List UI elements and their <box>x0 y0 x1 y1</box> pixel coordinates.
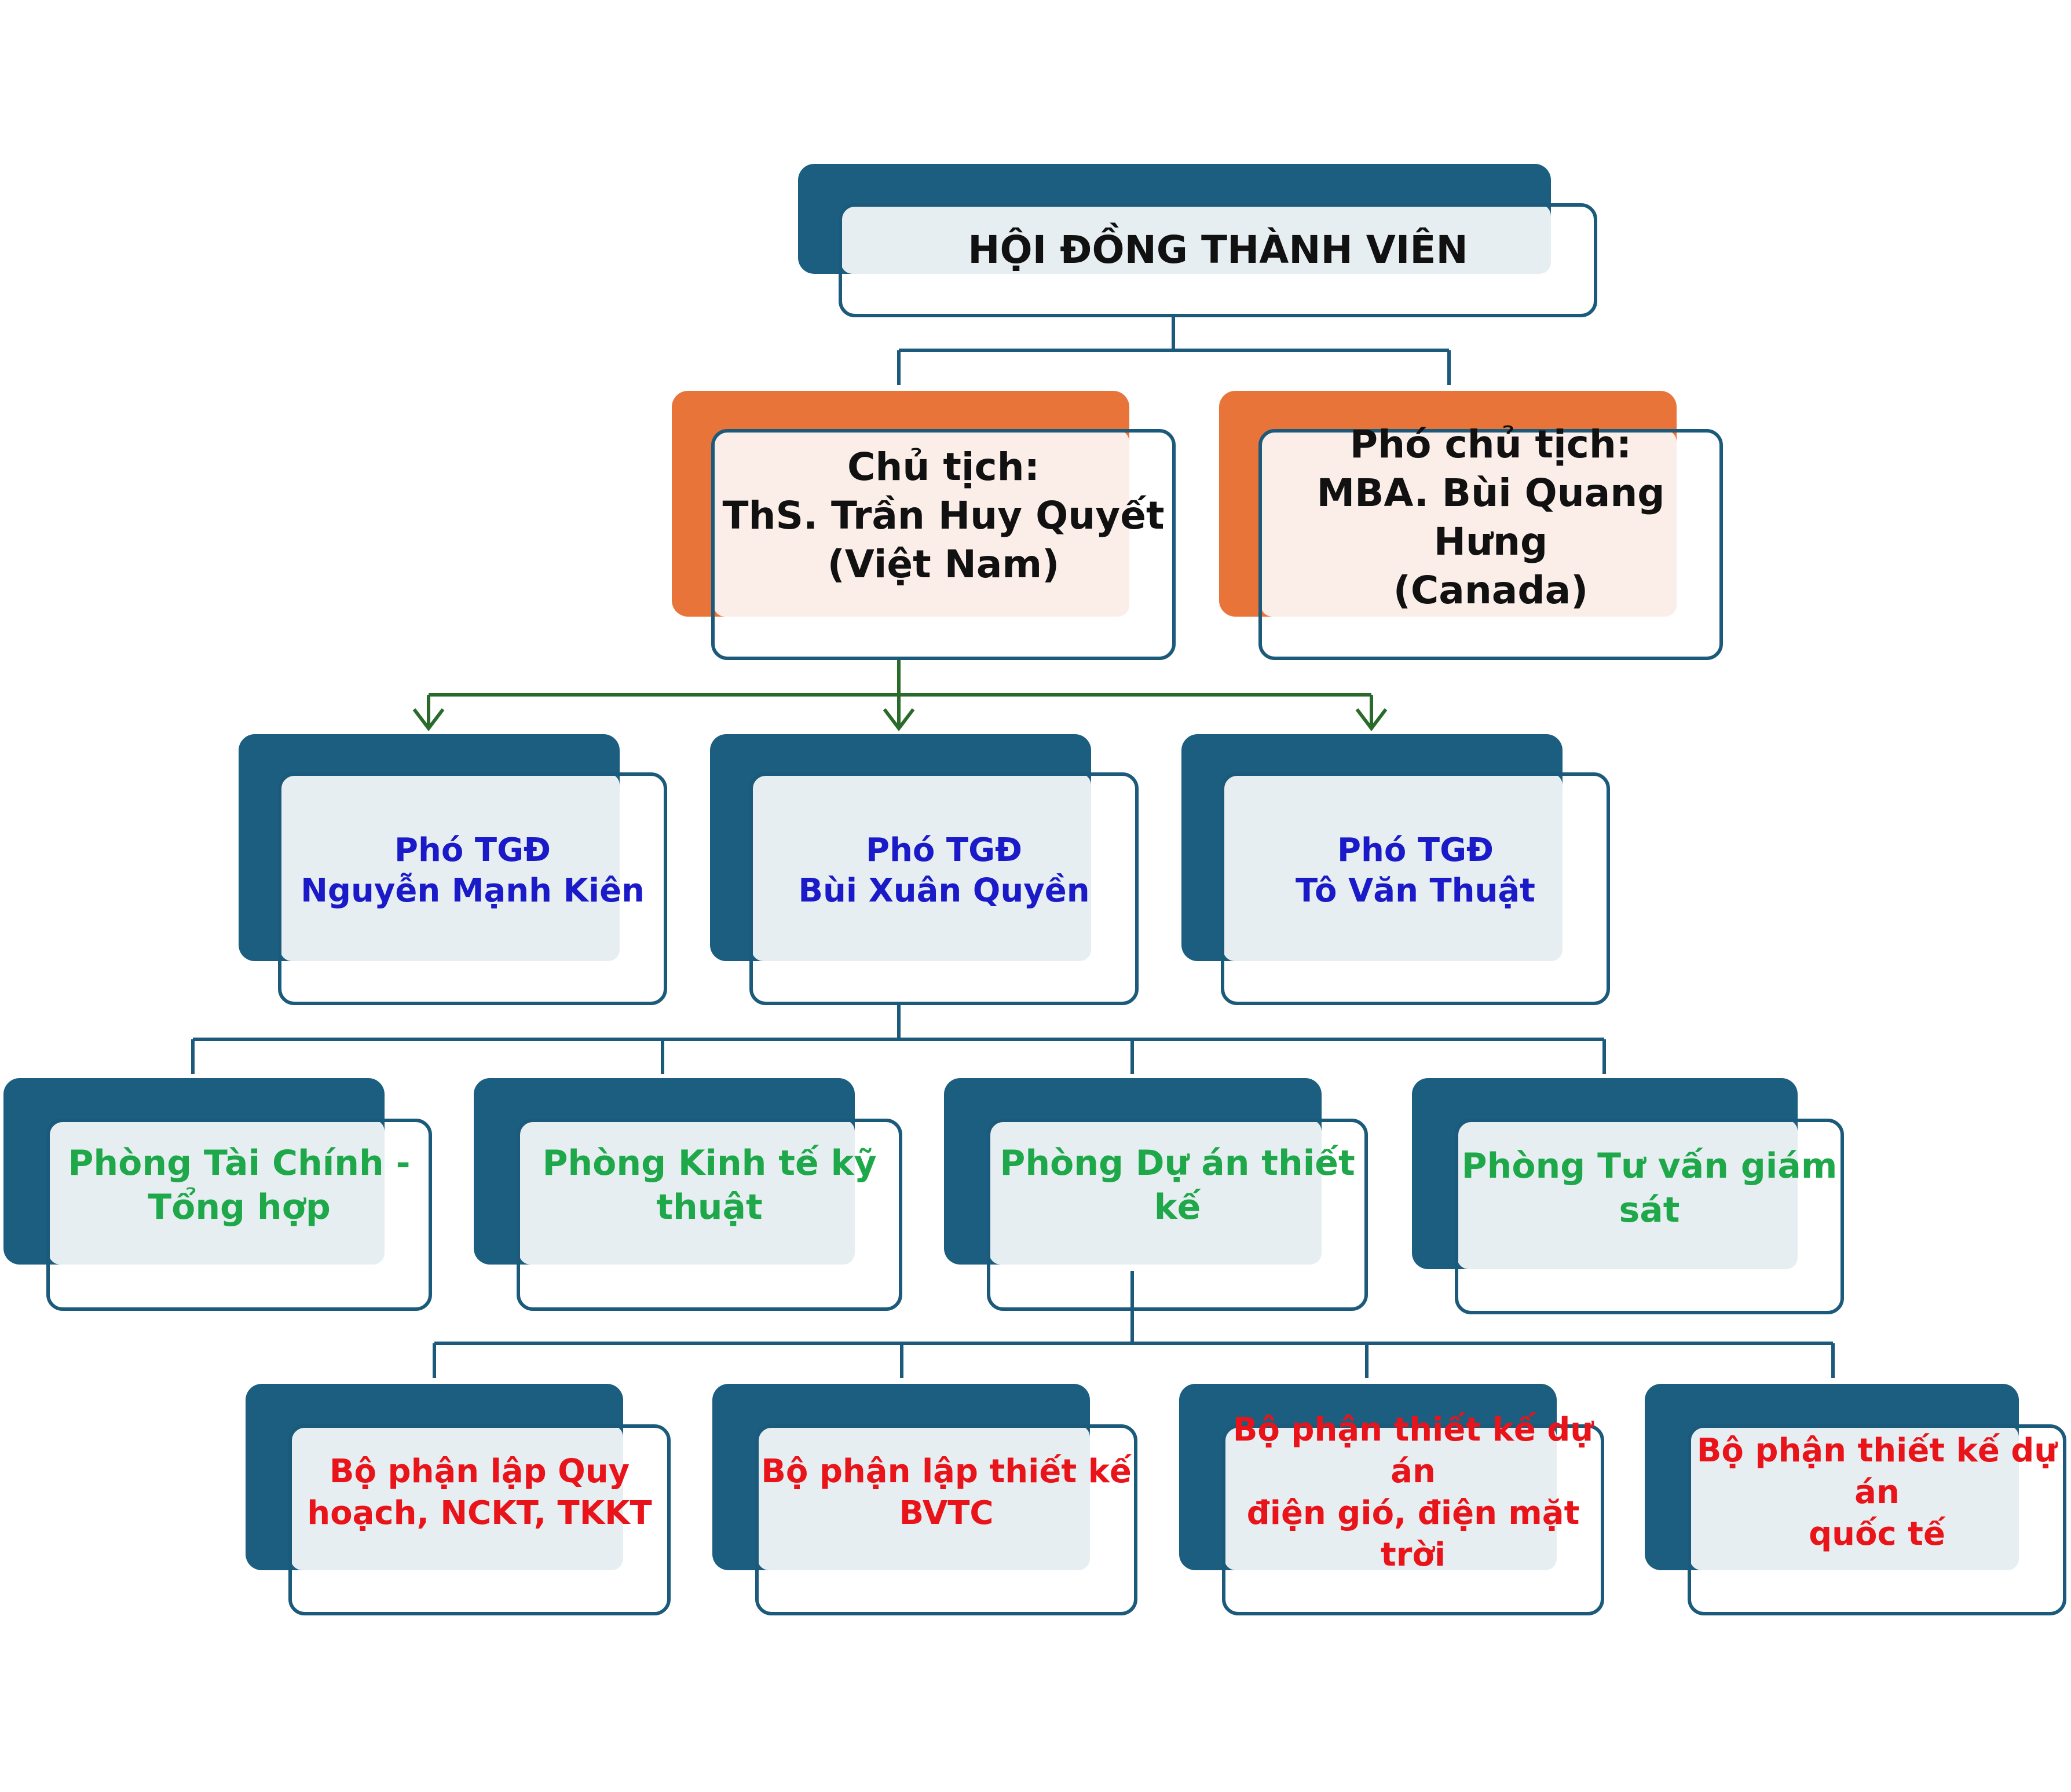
department-1-label: Phòng Tài Chính - Tổng hợp <box>68 1143 411 1227</box>
board-node: HỘI ĐỒNG THÀNH VIÊN <box>798 164 1597 317</box>
arrow-head-3 <box>1355 708 1388 731</box>
deputy-3-title: Phó TGĐ <box>1337 831 1494 869</box>
department-node-4: Phòng Tư vấn giám sát <box>1412 1078 1844 1314</box>
department-2-label: Phòng Kinh tế kỹ thuật <box>542 1143 877 1227</box>
deputy-1-name: Nguyễn Mạnh Kiên <box>301 872 645 910</box>
chairman-node: Chủ tịch: ThS. Trần Huy Quyết (Việt Nam) <box>672 391 1176 660</box>
unit-3-label: Bộ phận thiết kế dự án điện gió, điện mặ… <box>1232 1410 1594 1574</box>
unit-2-label: Bộ phận lập thiết kế BVTC <box>761 1452 1132 1532</box>
deputy-node-1: Phó TGĐ Nguyễn Mạnh Kiên <box>239 734 667 1005</box>
chairman-country: (Việt Nam) <box>827 542 1060 587</box>
deputy-2-title: Phó TGĐ <box>866 831 1022 869</box>
chairman-role: Chủ tịch: <box>847 445 1040 489</box>
arrow-head-2 <box>883 708 915 731</box>
deputy-node-3: Phó TGĐ Tô Văn Thuật <box>1181 734 1610 1005</box>
connector-department <box>433 1271 1835 1378</box>
vice-chairman-node: Phó chủ tịch: MBA. Bùi Quang Hưng (Canad… <box>1219 391 1723 660</box>
board-title: HỘI ĐỒNG THÀNH VIÊN <box>968 227 1468 272</box>
vice-chairman-role: Phó chủ tịch: <box>1349 422 1632 467</box>
deputy-2-name: Bùi Xuân Quyền <box>798 872 1090 910</box>
deputy-node-2: Phó TGĐ Bùi Xuân Quyền <box>710 734 1139 1005</box>
unit-1-label: Bộ phận lập Quy hoạch, NCKT, TKKT <box>307 1452 652 1532</box>
vice-chairman-country: (Canada) <box>1393 567 1589 613</box>
department-node-2: Phòng Kinh tế kỹ thuật <box>474 1078 902 1311</box>
department-4-label: Phòng Tư vấn giám sát <box>1461 1146 1838 1230</box>
arrow-head-1 <box>412 708 445 731</box>
department-node-3: Phòng Dự án thiết kế <box>944 1078 1368 1311</box>
deputy-1-title: Phó TGĐ <box>394 831 551 869</box>
vice-chairman-name: MBA. Bùi Quang Hưng <box>1316 470 1665 564</box>
deputy-3-name: Tô Văn Thuật <box>1296 872 1535 910</box>
unit-node-4: Bộ phận thiết kế dự án quốc tế <box>1645 1384 2066 1615</box>
connector-board <box>897 316 1451 385</box>
unit-node-3: Bộ phận thiết kế dự án điện gió, điện mặ… <box>1179 1384 1604 1615</box>
connector-deputy <box>191 1002 1606 1074</box>
connector-chairman <box>427 660 1373 727</box>
chairman-name: ThS. Trần Huy Quyết <box>722 493 1165 538</box>
unit-node-1: Bộ phận lập Quy hoạch, NCKT, TKKT <box>246 1384 671 1615</box>
unit-node-2: Bộ phận lập thiết kế BVTC <box>712 1384 1137 1615</box>
unit-4-label: Bộ phận thiết kế dự án quốc tế <box>1696 1431 2058 1553</box>
department-3-label: Phòng Dự án thiết kế <box>1000 1143 1355 1227</box>
department-node-1: Phòng Tài Chính - Tổng hợp <box>3 1078 432 1311</box>
